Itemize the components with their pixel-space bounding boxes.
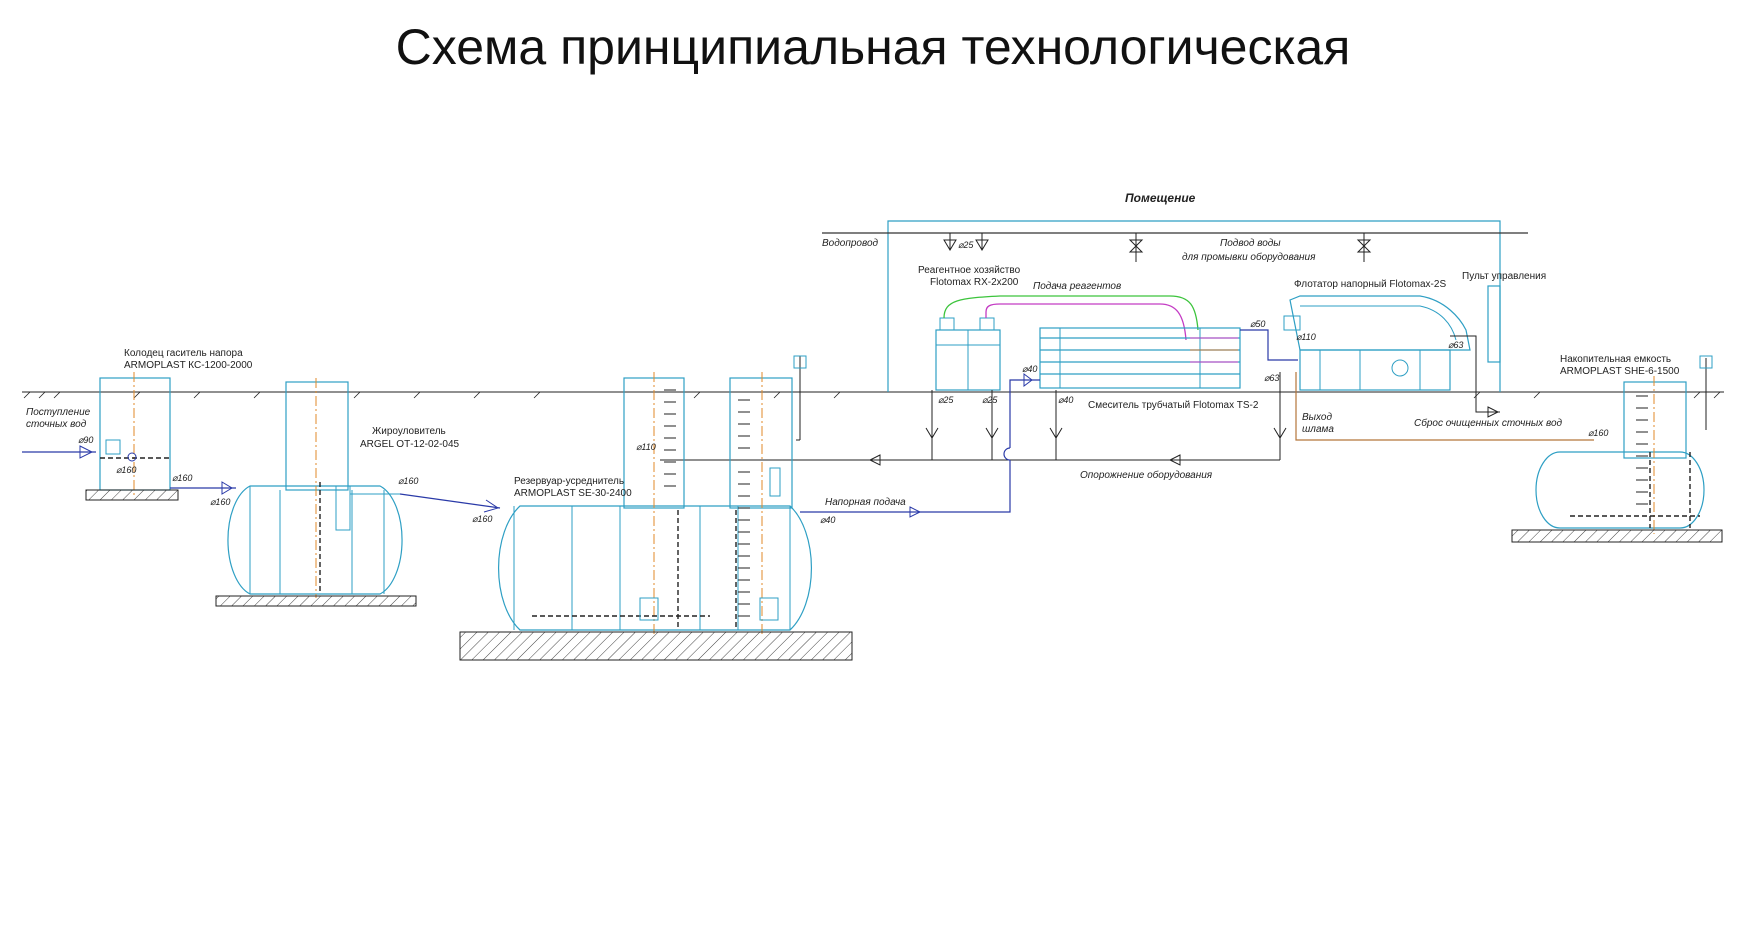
wash-water-label-2: для промывки оборудования xyxy=(1182,251,1316,263)
dia-160-reservoir-in: ⌀160 xyxy=(472,514,492,524)
sludge-label-2: шлама xyxy=(1302,424,1334,435)
dia-50-mixer-out: ⌀50 xyxy=(1250,319,1265,329)
discharge-label: Сброс очищенных сточных вод xyxy=(1414,417,1563,429)
flotator-label: Флотатор напорный Flotomax-2S xyxy=(1294,279,1446,290)
reagent-label-2: Flotomax RX-2x200 xyxy=(930,277,1019,288)
drain-label: Опорожнение оборудования xyxy=(1080,469,1213,481)
well-label-2: ARMOPLAST КС-1200-2000 xyxy=(124,360,253,371)
drain-collector xyxy=(680,372,1287,466)
sludge-label-1: Выход xyxy=(1302,412,1332,423)
dia-160-grease-out: ⌀160 xyxy=(398,476,418,486)
dia-25-tap: ⌀25 xyxy=(958,240,974,250)
reagent-line-green xyxy=(943,295,1199,331)
tube-mixer xyxy=(1039,327,1241,389)
inflow-label-1: Поступление xyxy=(26,407,91,418)
well-label-1: Колодец гаситель напора xyxy=(124,348,243,359)
dia-160-well-out: ⌀160 xyxy=(172,473,192,483)
grease-trap xyxy=(215,378,417,607)
dia-25-reagent-a: ⌀25 xyxy=(938,395,954,405)
mixer-label: Смеситель трубчатый Flotomax TS-2 xyxy=(1088,399,1259,411)
reservoir-averager xyxy=(459,355,853,661)
dia-40-pressure: ⌀40 xyxy=(820,515,835,525)
dia-160-grease-in: ⌀160 xyxy=(210,497,230,507)
dia-90-inflow: ⌀90 xyxy=(78,435,93,445)
sludge-outlet-pipe xyxy=(1295,372,1594,441)
mixer-to-flotator-pipe xyxy=(1240,329,1298,361)
dia-25-reagent-b: ⌀25 xyxy=(982,395,998,405)
reagent-feed-label: Подача реагентов xyxy=(1033,281,1121,292)
dia-160-well: ⌀160 xyxy=(116,465,136,475)
reservoir-label-1: Резервуар-усреднитель xyxy=(514,476,624,487)
dia-63-clean: ⌀63 xyxy=(1448,340,1463,350)
grease-label-2: ARGEL ОТ-12-02-045 xyxy=(360,439,460,450)
dia-40-mixer-drain: ⌀40 xyxy=(1058,395,1073,405)
storage-tank xyxy=(1511,355,1723,543)
reagent-line-magenta xyxy=(985,303,1187,341)
storage-label-1: Накопительная емкость xyxy=(1560,354,1671,365)
reservoir-label-2: ARMOPLAST SE-30-2400 xyxy=(514,488,632,499)
pressure-feed-pipe xyxy=(800,460,1011,513)
control-panel xyxy=(1487,285,1501,363)
water-main-label: Водопровод xyxy=(822,238,879,249)
pressure-feed-label: Напорная подача xyxy=(825,497,906,508)
dia-63-sludge: ⌀63 xyxy=(1264,373,1279,383)
reagent-unit xyxy=(935,317,1001,391)
storage-label-2: ARMOPLAST SHE-6-1500 xyxy=(1560,366,1680,377)
page-title: Схема принципиальная технологическая xyxy=(395,19,1351,75)
ground-line xyxy=(22,391,1724,399)
dia-110-reservoir: ⌀110 xyxy=(636,442,656,452)
reagent-label-1: Реагентное хозяйство xyxy=(918,265,1021,276)
pressure-damper-well xyxy=(85,372,179,501)
dia-110-flotator: ⌀110 xyxy=(1296,332,1316,342)
flotator xyxy=(1283,295,1471,391)
room-label: Помещение xyxy=(1125,191,1196,205)
inflow-label-2: сточных вод xyxy=(26,419,87,430)
dia-160-storage: ⌀160 xyxy=(1588,428,1608,438)
water-taps xyxy=(943,233,1372,262)
grease-label-1: Жироуловитель xyxy=(372,426,446,437)
grease-to-reservoir-pipe xyxy=(399,493,501,509)
wash-water-label-1: Подвод воды xyxy=(1220,238,1281,249)
dia-40-mixer-in: ⌀40 xyxy=(1022,364,1037,374)
control-panel-label: Пульт управления xyxy=(1462,271,1546,282)
